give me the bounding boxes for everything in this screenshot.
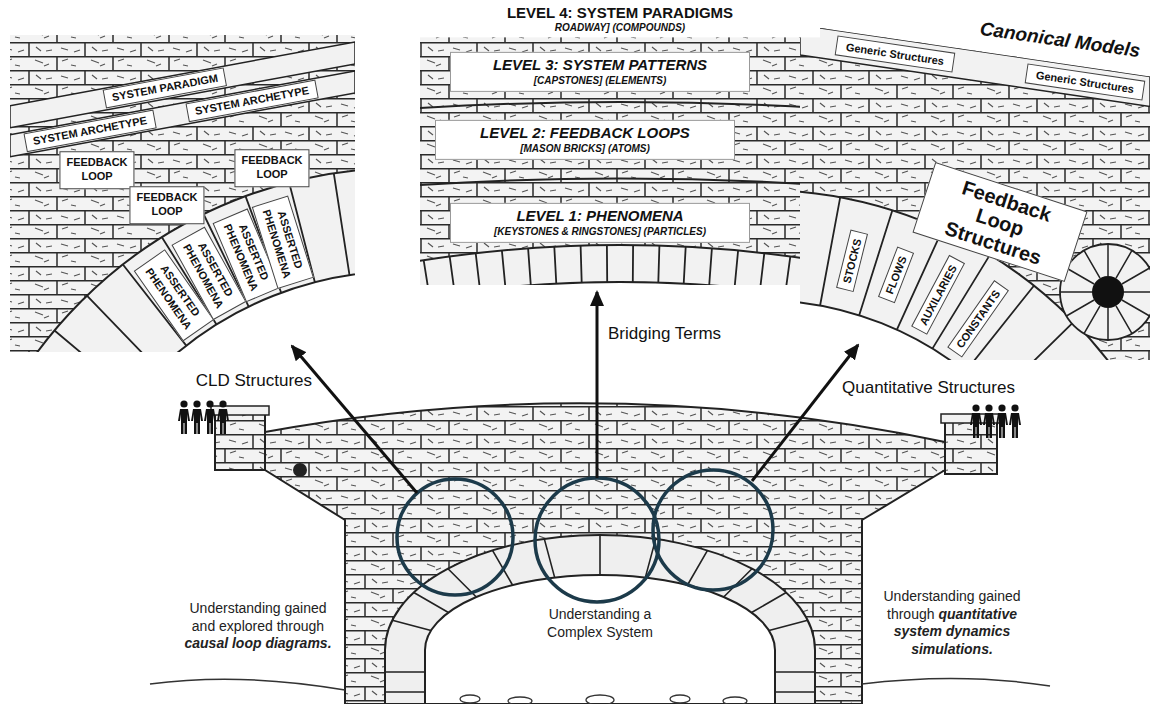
label-text: Canonical Models: [979, 18, 1142, 61]
bridge: [150, 403, 1050, 704]
label-text: FLOWS: [883, 254, 908, 295]
label-text: Understanding gained and explored throug…: [190, 600, 327, 634]
label-text: LEVEL 3: SYSTEM PATTERNS: [463, 56, 737, 75]
label-text: CONSTANTS: [954, 288, 1003, 350]
label-text: FEEDBACK LOOP: [66, 156, 127, 184]
level-box: LEVEL 3: SYSTEM PATTERNS[CAPSTONES] (ELE…: [450, 52, 750, 92]
level-box: LEVEL 4: SYSTEM PARADIGMSROADWAY] (COMPO…: [420, 2, 820, 37]
cld-panel: [10, 35, 355, 352]
label-text: CLD Structures: [196, 371, 312, 390]
label-text: LEVEL 2: FEEDBACK LOOPS: [448, 124, 722, 143]
label-text: FEEDBACK LOOP: [241, 154, 302, 182]
caption-text: Understanding gained through quantitativ…: [880, 588, 1025, 658]
label-subtext: [KEYSTONES & RINGSTONES] (PARTICLES): [463, 226, 737, 239]
loop-label: FEEDBACK LOOP: [59, 151, 134, 189]
focus-circles: [397, 470, 773, 602]
label-text: LEVEL 1: PHENOMENA: [463, 207, 737, 226]
caption-text: Understanding gained and explored throug…: [177, 600, 339, 653]
level-box: LEVEL 2: FEEDBACK LOOPS[MASON BRICKS] (A…: [435, 120, 735, 160]
element-label: FLOWS: [878, 247, 914, 304]
structure-heading: Feedback Loop Structures: [912, 162, 1087, 282]
people-icons: [178, 400, 1021, 438]
zoom-arrows: [292, 292, 858, 493]
loop-label: FEEDBACK LOOP: [129, 186, 204, 224]
element-label: AUXILARIES: [911, 255, 965, 335]
emphasis-text: causal loop diagrams.: [184, 635, 331, 651]
label-text: Feedback Loop Structures: [920, 168, 1079, 276]
label-text: LEVEL 4: SYSTEM PARADIGMS: [432, 4, 808, 23]
panel-title: Canonical Models: [978, 18, 1141, 62]
label-text: Understanding a Complex System: [547, 606, 653, 640]
level-box: LEVEL 1: PHENOMENA[KEYSTONES & RINGSTONE…: [450, 203, 750, 243]
arrow-label: CLD Structures: [196, 371, 312, 391]
label-text: Bridging Terms: [608, 324, 721, 343]
label-text: STOCKS: [841, 237, 864, 284]
levels-panel: [420, 36, 820, 285]
loop-label: FEEDBACK LOOP: [234, 149, 309, 187]
label-subtext: [MASON BRICKS] (ATOMS): [448, 143, 722, 156]
element-label: CONSTANTS: [947, 280, 1009, 357]
arrow-label: Bridging Terms: [608, 324, 721, 344]
label-band: SYSTEM ARCHETYPE: [23, 110, 156, 153]
label-text: SYSTEM ARCHETYPE: [32, 114, 148, 148]
label-subtext: [CAPSTONES] (ELEMENTS): [463, 75, 737, 88]
arrow-label: Quantitative Structures: [842, 378, 1015, 398]
label-subtext: ROADWAY] (COMPOUNDS): [432, 23, 808, 36]
label-text: Generic Structures: [1035, 69, 1135, 95]
label-text: Generic Structures: [845, 41, 945, 67]
structure-label: Generic Structures: [1025, 63, 1146, 100]
structure-label: Generic Structures: [835, 35, 956, 72]
label-text: FEEDBACK LOOP: [136, 191, 197, 219]
quantitative-panel: [320, 20, 1160, 704]
caption-text: Understanding a Complex System: [535, 606, 665, 641]
label-text: Quantitative Structures: [842, 378, 1015, 397]
element-label: STOCKS: [836, 230, 868, 292]
label-text: AUXILARIES: [917, 263, 959, 327]
